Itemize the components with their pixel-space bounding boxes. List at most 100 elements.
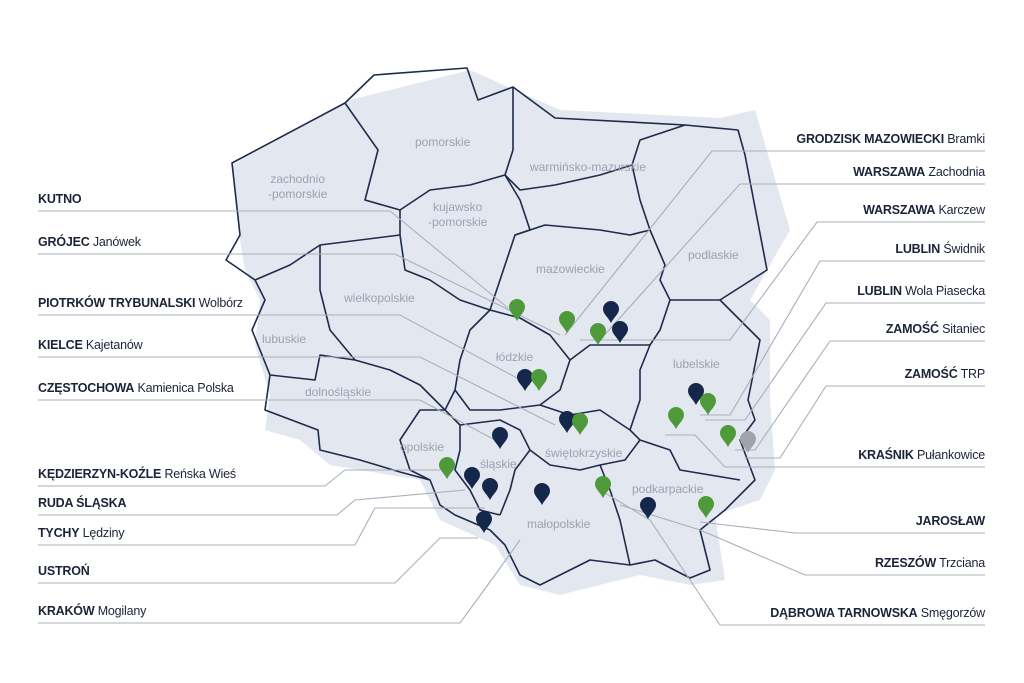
location-label[interactable]: RZESZÓW Trzciana bbox=[875, 556, 985, 570]
location-pin-navy-icon[interactable] bbox=[559, 411, 575, 433]
location-label[interactable]: KĘDZIERZYN-KOŹLE Reńska Wieś bbox=[38, 467, 236, 481]
city-name: LUBLIN bbox=[895, 242, 941, 256]
city-name: KRAŚNIK bbox=[858, 448, 914, 462]
location-label[interactable]: KRAKÓW Mogilany bbox=[38, 604, 146, 618]
site-name: Świdnik bbox=[943, 242, 985, 256]
region-swietokrzyskie: świętokrzyskie bbox=[545, 446, 623, 460]
location-label[interactable]: KUTNO bbox=[38, 192, 82, 206]
location-pin-navy-icon[interactable] bbox=[492, 427, 508, 449]
location-label[interactable]: LUBLIN Świdnik bbox=[895, 242, 985, 256]
leader-line bbox=[38, 253, 561, 336]
region-border bbox=[539, 404, 631, 431]
site-name: Reńska Wieś bbox=[164, 467, 236, 481]
location-pin-gray-icon[interactable] bbox=[740, 431, 756, 453]
leader-line bbox=[705, 302, 985, 421]
location-pin-green-icon[interactable] bbox=[439, 457, 455, 479]
leader-line bbox=[580, 221, 985, 341]
location-label[interactable]: USTROŃ bbox=[38, 564, 90, 578]
leader-line bbox=[38, 489, 466, 516]
region-podkarpackie: podkarpackie bbox=[632, 482, 704, 496]
region-border bbox=[354, 359, 446, 411]
site-name: Kamienica Polska bbox=[137, 381, 234, 395]
city-name: JAROSŁAW bbox=[915, 514, 985, 528]
location-pin-green-icon[interactable] bbox=[595, 476, 611, 498]
location-label[interactable]: WARSZAWA Zachodnia bbox=[853, 165, 985, 179]
location-label[interactable]: LUBLIN Wola Piasecka bbox=[857, 284, 985, 298]
location-label[interactable]: KRAŚNIK Pułankowice bbox=[858, 448, 985, 462]
location-label[interactable]: TYCHY Lędziny bbox=[38, 526, 125, 540]
region-warminsko-mazurskie: warmińsko-mazurskie bbox=[530, 160, 647, 174]
location-pin-green-icon[interactable] bbox=[720, 425, 736, 447]
location-label[interactable]: WARSZAWA Karczew bbox=[863, 203, 985, 217]
region-kujawsko-pomorskie: kujawsko -pomorskie bbox=[428, 200, 488, 229]
location-label[interactable]: ZAMOŚĆ Sitaniec bbox=[886, 322, 985, 336]
location-label[interactable]: CZĘSTOCHOWA Kamienica Polska bbox=[38, 381, 234, 395]
location-label[interactable]: RUDA ŚLĄSKA bbox=[38, 496, 127, 510]
region-zachodniopomorskie: zachodnio -pomorskie bbox=[268, 172, 328, 201]
leader-line bbox=[38, 469, 440, 487]
location-label[interactable]: GRODZISK MAZOWIECKI Bramki bbox=[796, 132, 985, 146]
city-name: GRODZISK MAZOWIECKI bbox=[796, 132, 945, 146]
location-pin-green-icon[interactable] bbox=[559, 311, 575, 333]
location-pin-green-icon[interactable] bbox=[531, 369, 547, 391]
region-border bbox=[399, 424, 431, 481]
region-podlaskie: podlaskie bbox=[688, 248, 739, 262]
site-name: Bramki bbox=[947, 132, 985, 146]
region-pomorskie: pomorskie bbox=[415, 135, 471, 149]
leader-line bbox=[38, 399, 496, 441]
region-wielkopolskie: wielkopolskie bbox=[344, 291, 415, 305]
location-label[interactable]: PIOTRKÓW TRYBUNALSKI Wolbórz bbox=[38, 296, 243, 310]
site-name: Wolbórz bbox=[198, 296, 243, 310]
city-name: WARSZAWA bbox=[853, 165, 926, 179]
city-name: PIOTRKÓW TRYBUNALSKI bbox=[38, 296, 196, 310]
city-name: KRAKÓW bbox=[38, 604, 95, 618]
site-name: Wola Piasecka bbox=[905, 284, 985, 298]
location-pin-navy-icon[interactable] bbox=[603, 301, 619, 323]
region-slaskie: śląskie bbox=[480, 457, 517, 471]
leader-line bbox=[700, 260, 985, 416]
region-lodzkie: łódzkie bbox=[496, 350, 534, 364]
location-pin-green-icon[interactable] bbox=[668, 407, 684, 429]
region-border bbox=[459, 419, 641, 471]
location-label[interactable]: KIELCE Kajetanów bbox=[38, 338, 143, 352]
site-name: Karczew bbox=[938, 203, 985, 217]
location-label[interactable]: GRÓJEC Janówek bbox=[38, 235, 141, 249]
city-name: GRÓJEC bbox=[38, 235, 90, 249]
region-malopolskie: małopolskie bbox=[527, 517, 591, 531]
leader-line bbox=[564, 150, 985, 336]
location-label[interactable]: JAROSŁAW bbox=[916, 514, 985, 528]
region-dolnoslaskie: dolnośląskie bbox=[305, 385, 372, 399]
leader-line bbox=[38, 314, 531, 386]
site-name: Sitaniec bbox=[942, 322, 985, 336]
city-name: KĘDZIERZYN-KOŹLE bbox=[38, 467, 162, 481]
region-border bbox=[344, 87, 514, 211]
leader-line bbox=[619, 504, 985, 576]
site-name: Lędziny bbox=[82, 526, 125, 540]
location-pin-green-icon[interactable] bbox=[700, 393, 716, 415]
city-name: WARSZAWA bbox=[863, 203, 936, 217]
location-pin-navy-icon[interactable] bbox=[612, 321, 628, 343]
city-name: DĄBROWA TARNOWSKA bbox=[770, 606, 918, 620]
location-pin-navy-icon[interactable] bbox=[640, 497, 656, 519]
region-border bbox=[639, 439, 741, 481]
leader-line bbox=[38, 507, 485, 546]
location-pin-navy-icon[interactable] bbox=[534, 483, 550, 505]
city-name: KIELCE bbox=[38, 338, 83, 352]
location-pin-navy-icon[interactable] bbox=[482, 478, 498, 500]
city-name: ZAMOŚĆ bbox=[904, 367, 958, 381]
location-label[interactable]: ZAMOŚĆ TRP bbox=[904, 367, 986, 381]
location-pin-navy-icon[interactable] bbox=[464, 467, 480, 489]
site-name: Pułankowice bbox=[917, 448, 985, 462]
leader-line bbox=[699, 521, 985, 534]
location-pin-green-icon[interactable] bbox=[509, 299, 525, 321]
location-pin-green-icon[interactable] bbox=[572, 413, 588, 435]
region-mazowieckie: mazowieckie bbox=[536, 262, 605, 276]
location-label[interactable]: DĄBROWA TARNOWSKA Smęgorzów bbox=[770, 606, 985, 620]
location-pin-navy-icon[interactable] bbox=[476, 511, 492, 533]
location-pin-green-icon[interactable] bbox=[698, 496, 714, 518]
region-border bbox=[499, 449, 531, 516]
location-pin-navy-icon[interactable] bbox=[688, 383, 704, 405]
location-pin-navy-icon[interactable] bbox=[517, 369, 533, 391]
location-pin-green-icon[interactable] bbox=[590, 323, 606, 345]
